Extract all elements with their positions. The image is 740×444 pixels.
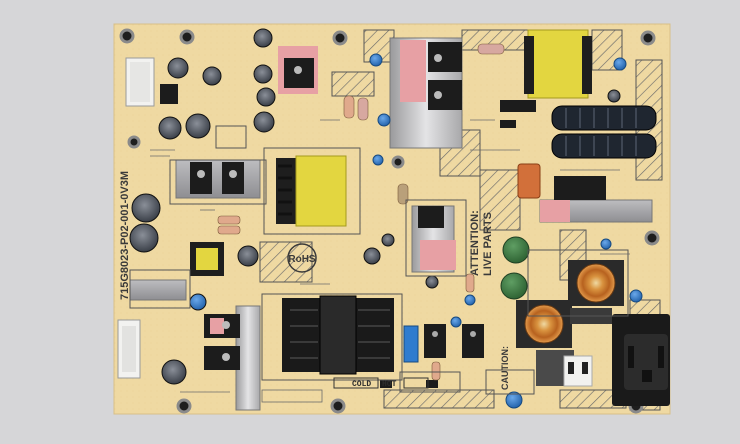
ac-power-inlet [612,314,670,406]
heatsink-left [175,159,261,199]
bridge-rectifiers [424,324,484,358]
heatsink-center [411,205,456,273]
mosfet-top-center [278,46,318,94]
small-ics [160,84,536,388]
connector-bottom-left [117,319,141,379]
rohs-mark: RoHS [287,243,317,273]
blue-disc-capacitors [369,53,643,409]
horizontal-output-capacitors [551,105,657,159]
hot-cold-labels: COLD HOT [333,377,429,389]
heatsink-right [539,176,653,223]
part-number-label: 715G8023-P02-001-0V3M [119,171,131,300]
svg-text:HOT: HOT [382,380,397,389]
fuse-holder [536,350,593,387]
standby-transformer [524,29,592,99]
small-transformer [190,242,224,276]
small-heatsink-left [129,279,187,301]
connector-top-left [125,57,155,107]
svg-text:LIVE PARTS: LIVE PARTS [482,212,494,276]
caution-block: CAUTION: [500,346,510,390]
attention-warning: ATTENTION: LIVE PARTS [469,210,494,276]
common-mode-chokes [516,260,624,348]
electrolytic-capacitors [129,28,621,385]
svg-text:CAUTION:: CAUTION: [500,346,510,390]
main-transformer [276,155,347,227]
silkscreen-details [150,119,630,403]
pfc-choke [282,295,394,375]
y-capacitors [500,236,530,300]
resistors [217,43,505,381]
svg-text:RoHS: RoHS [288,254,316,265]
silkscreen-outlines [129,125,629,395]
heatsink-top [389,37,463,149]
heatsink-bottom-left [204,305,261,411]
svg-text:COLD: COLD [352,380,371,389]
svg-text:ATTENTION:: ATTENTION: [469,210,481,276]
